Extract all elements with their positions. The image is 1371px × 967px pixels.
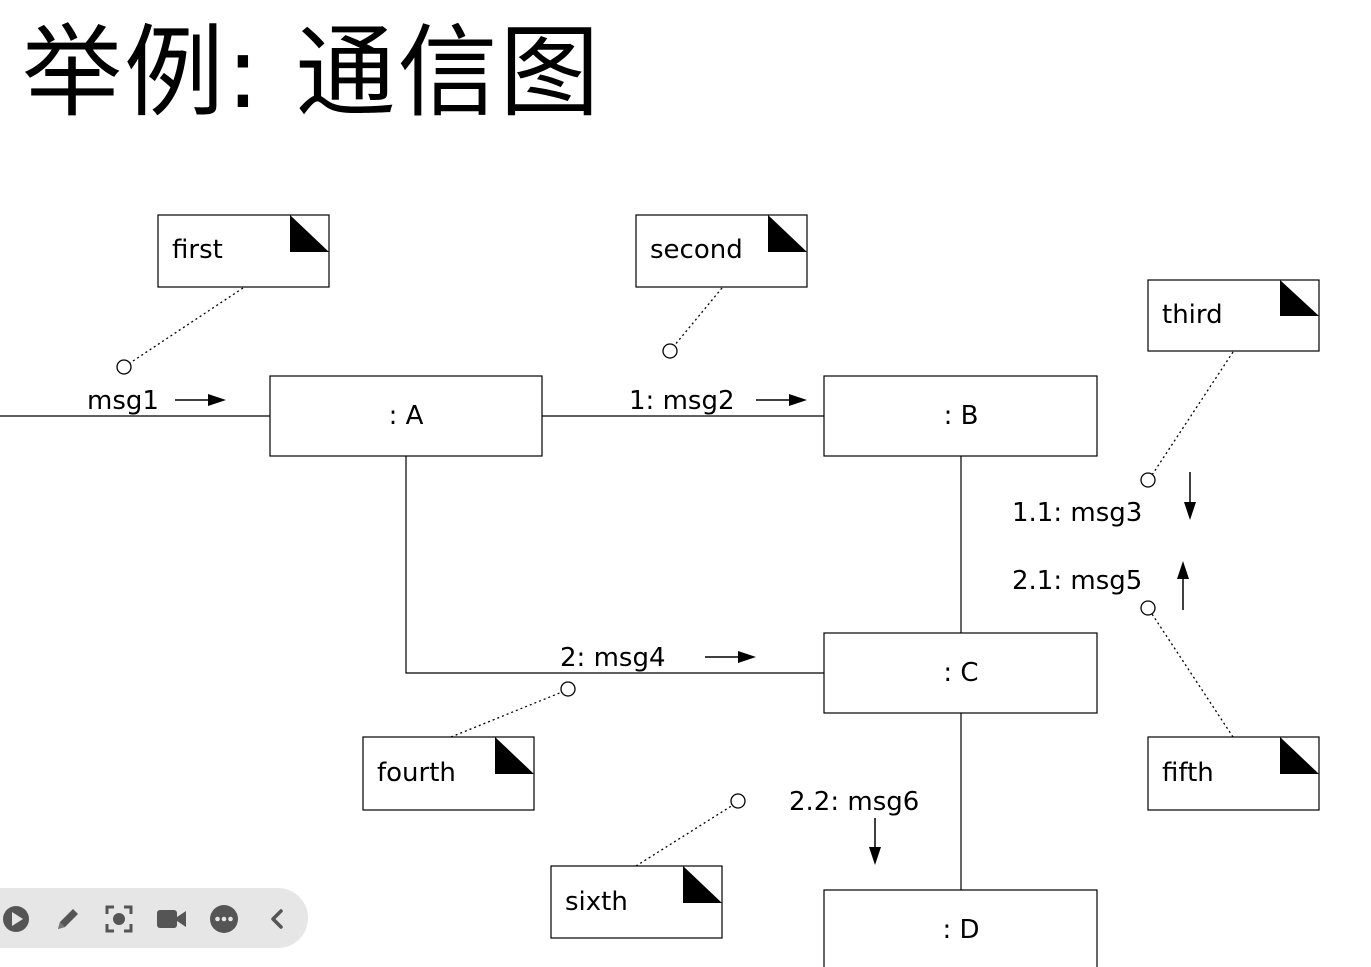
message-msg6: 2.2: msg6	[789, 787, 919, 817]
object-a-label: : A	[389, 401, 424, 431]
object-a[interactable]: : A	[269, 375, 543, 457]
camera-icon[interactable]	[155, 903, 187, 935]
note-fifth-text: fifth	[1162, 758, 1214, 788]
link-a-c	[405, 456, 824, 674]
arrow-msg6	[869, 818, 881, 865]
object-b-label: : B	[944, 401, 979, 431]
connector-first	[129, 287, 244, 364]
note-second[interactable]: second	[635, 214, 808, 288]
message-msg5: 2.1: msg5	[1012, 566, 1142, 596]
anchor-fourth	[560, 681, 576, 697]
object-c[interactable]: : C	[823, 632, 1098, 714]
anchor-first	[116, 359, 132, 375]
play-icon[interactable]	[0, 903, 32, 935]
anchor-third	[1140, 472, 1156, 488]
connector-sixth	[635, 804, 734, 867]
slide-title: 举例: 通信图	[22, 14, 602, 131]
message-msg3: 1.1: msg3	[1012, 498, 1142, 528]
message-msg4: 2: msg4	[560, 643, 666, 673]
note-first-text: first	[172, 235, 223, 265]
object-b[interactable]: : B	[823, 375, 1098, 457]
note-fifth[interactable]: fifth	[1147, 736, 1320, 811]
presentation-toolbar	[0, 888, 308, 948]
message-msg1: msg1	[87, 386, 159, 416]
anchor-second	[662, 343, 678, 359]
screenshot-icon[interactable]	[103, 903, 135, 935]
object-c-label: : C	[943, 658, 978, 688]
connector-third	[1151, 351, 1234, 476]
arrow-msg3	[1184, 472, 1196, 520]
more-icon[interactable]	[208, 903, 240, 935]
anchor-fifth	[1140, 600, 1156, 616]
pen-icon[interactable]	[52, 903, 84, 935]
note-fourth-text: fourth	[377, 758, 456, 788]
anchor-sixth	[730, 793, 746, 809]
arrow-msg4	[705, 651, 756, 663]
collapse-icon[interactable]	[261, 903, 293, 935]
object-d-label: : D	[942, 915, 979, 945]
connector-second	[673, 287, 723, 347]
note-sixth-text: sixth	[565, 887, 628, 917]
note-sixth[interactable]: sixth	[550, 865, 723, 939]
note-second-text: second	[650, 235, 743, 265]
arrow-msg1	[175, 394, 226, 406]
connector-fourth	[450, 691, 563, 738]
connector-fifth	[1151, 613, 1234, 738]
arrow-msg5	[1177, 561, 1189, 610]
message-msg2: 1: msg2	[629, 386, 735, 416]
note-fourth[interactable]: fourth	[362, 736, 535, 811]
note-first[interactable]: first	[157, 214, 330, 288]
arrow-msg2	[756, 394, 807, 406]
note-third[interactable]: third	[1147, 279, 1320, 352]
object-d[interactable]: : D	[823, 889, 1098, 967]
note-third-text: third	[1162, 300, 1223, 330]
